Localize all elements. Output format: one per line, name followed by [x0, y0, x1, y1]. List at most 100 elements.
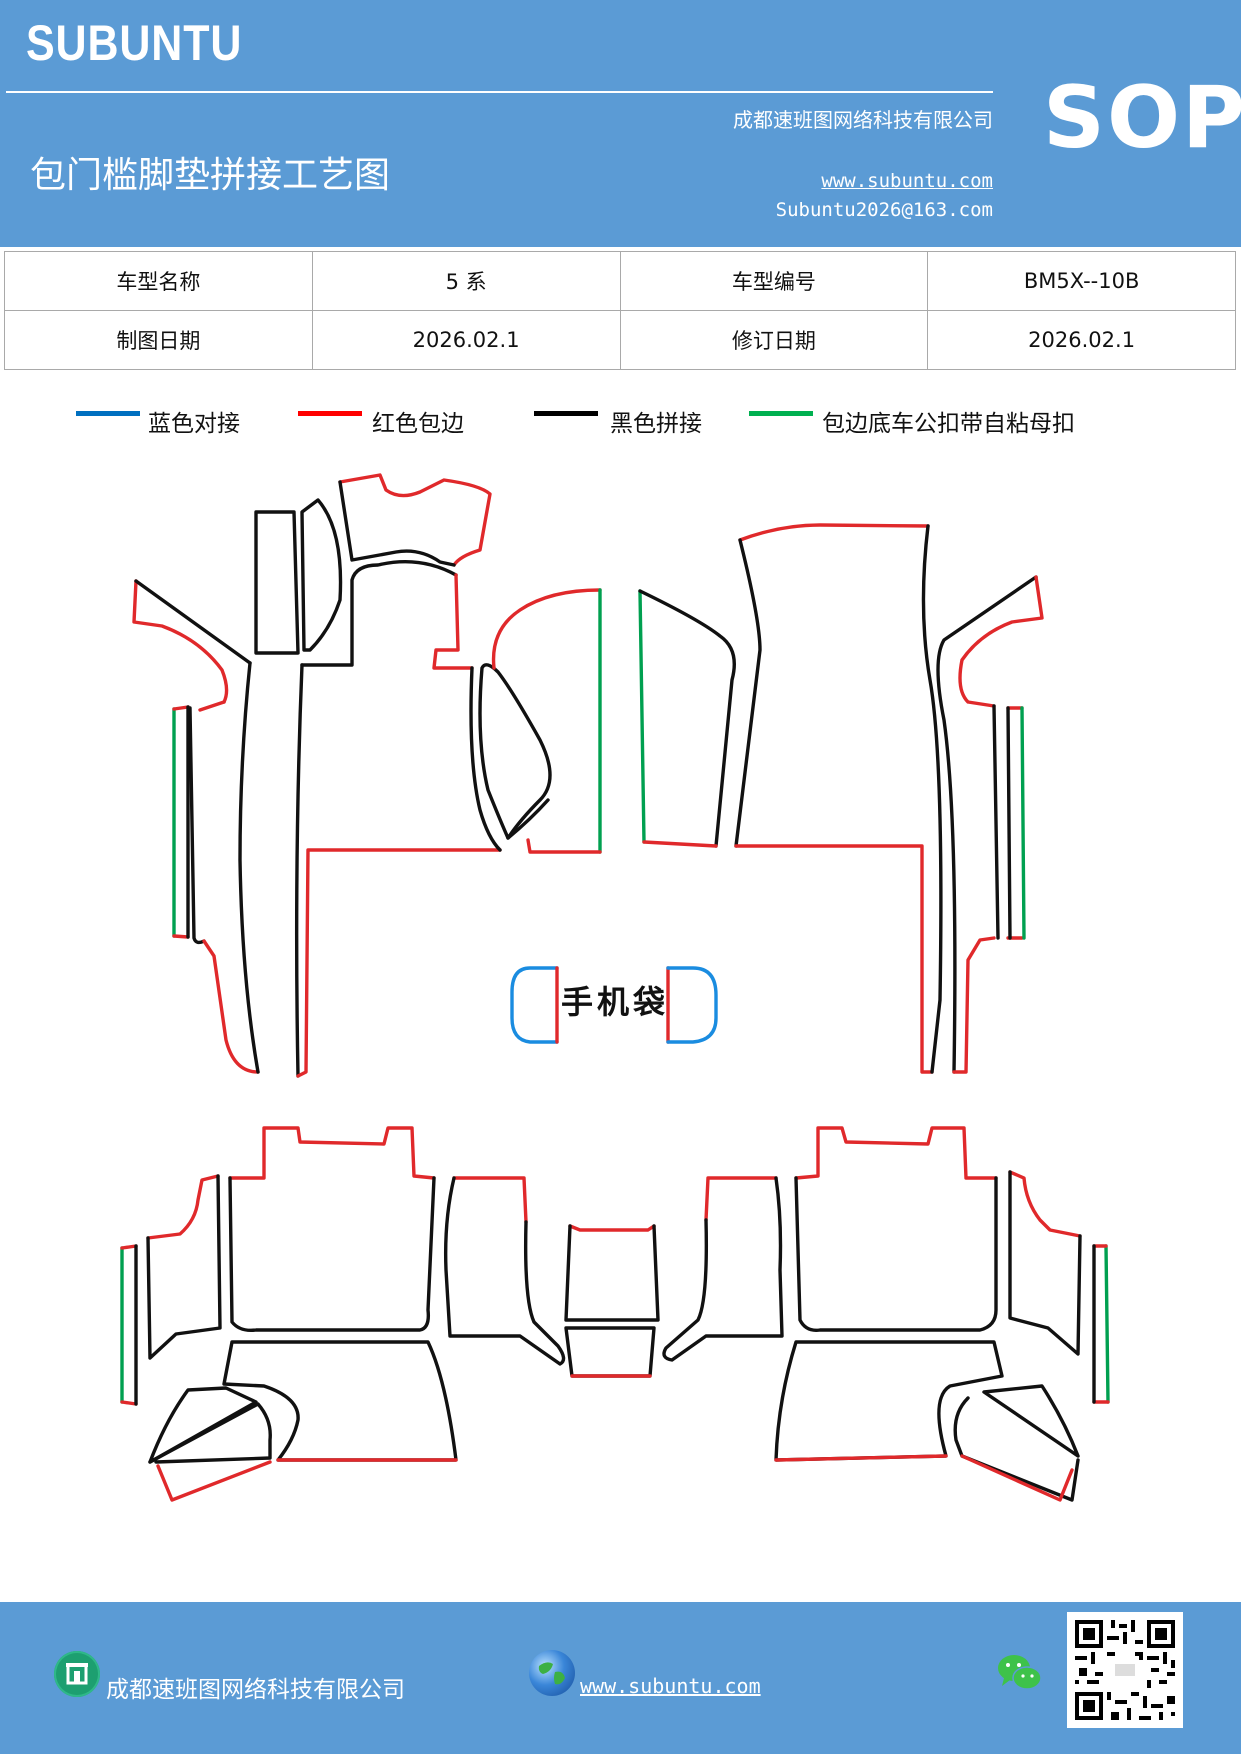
building-icon	[54, 1651, 100, 1697]
mat-piece-outline	[921, 524, 943, 1074]
mat-piece-outline	[704, 1176, 778, 1222]
mat-piece-outline	[469, 666, 502, 852]
qr-code[interactable]	[1067, 1612, 1183, 1728]
mat-piece-outline	[666, 966, 718, 1044]
mat-piece-outline	[228, 1126, 436, 1180]
mat-piece-outline	[642, 840, 718, 848]
header-company: 成都速班图网络科技有限公司	[733, 108, 993, 132]
mat-piece-outline	[148, 1386, 258, 1464]
mat-piece-outline	[294, 663, 304, 1078]
model-name-value: 5 系	[311, 251, 621, 311]
mat-piece-outline	[506, 798, 550, 840]
revision-date-label: 修订日期	[619, 310, 929, 370]
mat-piece-outline	[156, 1460, 272, 1502]
mat-piece-outline	[338, 480, 456, 567]
mat-piece-outline	[1092, 1244, 1110, 1404]
mat-piece-outline	[1006, 706, 1012, 940]
footer-company: 成都速班图网络科技有限公司	[106, 1677, 405, 1703]
legend-line-black	[534, 411, 598, 416]
mat-piece-outline	[662, 1176, 784, 1362]
globe-icon	[529, 1650, 575, 1696]
drawing-date-value: 2026.02.1	[311, 310, 621, 370]
header: SUBUNTU 成都速班图网络科技有限公司 包门槛脚垫拼接工艺图 www.sub…	[0, 0, 1241, 247]
rear-right-mat-group	[662, 1126, 1110, 1502]
rear-center-mat-group	[564, 1224, 660, 1378]
mat-piece-outline	[432, 573, 474, 670]
mat-piece-outline	[960, 1454, 1074, 1502]
mat-piece-outline	[172, 705, 190, 939]
table-row: 车型名称 5 系 车型编号 BM5X--10B	[4, 251, 1236, 311]
mat-piece-outline	[526, 838, 602, 854]
mat-piece-outline	[132, 579, 229, 704]
model-code-value: BM5X--10B	[927, 251, 1236, 311]
mat-piece-outline	[296, 848, 502, 1078]
mat-piece-outline	[146, 1174, 220, 1240]
mat-piece-outline	[992, 704, 1000, 940]
building-icon-glyph	[66, 1663, 88, 1685]
mat-piece-outline	[510, 966, 559, 1044]
mat-piece-outline	[478, 663, 552, 840]
mat-piece-outline	[443, 1176, 566, 1366]
revision-date-value: 2026.02.1	[927, 310, 1236, 370]
mat-piece-outline	[1020, 706, 1026, 940]
mat-piece-outline	[146, 1174, 222, 1360]
mat-piece-outline	[188, 706, 206, 945]
mat-piece-outline	[228, 1176, 436, 1333]
mat-piece-outline	[491, 588, 602, 670]
front-left-mat-group	[132, 473, 602, 1078]
mat-piece-outline	[953, 1396, 1080, 1502]
legend: 蓝色对接 红色包边 黑色拼接 包边底车公扣带自粘母扣	[0, 404, 1241, 444]
front-right-mat-group	[638, 523, 1044, 1074]
mat-piece-outline	[452, 1176, 528, 1224]
mat-piece-outline	[734, 844, 934, 1074]
wechat-icon[interactable]	[996, 1652, 1044, 1700]
document-title: 包门槛脚垫拼接工艺图	[30, 155, 391, 196]
mat-piece-outline	[952, 936, 996, 1074]
mat-piece-outline	[638, 589, 736, 848]
drawing-date-label: 制图日期	[4, 310, 313, 370]
mat-piece-outline	[936, 575, 1038, 1074]
legend-label-green: 包边底车公扣带自粘母扣	[822, 411, 1075, 437]
mat-piece-outline	[120, 1244, 138, 1406]
mat-piece-outline	[338, 473, 492, 567]
qr-code-glyph	[1067, 1612, 1183, 1728]
footer-website-link[interactable]: www.subuntu.com	[580, 1674, 761, 1698]
mat-piece-outline	[1008, 1170, 1082, 1238]
mat-piece-outline	[222, 1340, 458, 1462]
mat-piece-outline	[300, 498, 343, 652]
table-row: 制图日期 2026.02.1 修订日期 2026.02.1	[4, 310, 1236, 370]
mat-piece-outline	[568, 1224, 656, 1232]
mat-piece-outline	[794, 1176, 998, 1332]
sop-badge: SOP	[1043, 68, 1241, 168]
mat-piece-outline	[300, 560, 458, 667]
mat-piece-outline	[738, 523, 930, 542]
mat-piece-outline	[774, 1340, 1004, 1462]
model-code-label: 车型编号	[619, 251, 929, 311]
legend-label-red: 红色包边	[372, 411, 464, 437]
mat-piece-outline	[1008, 1170, 1082, 1356]
phone-pocket-diagram	[510, 966, 718, 1044]
brand-logo: SUBUNTU	[26, 15, 243, 71]
mat-piece-outline	[564, 1326, 656, 1378]
mat-piece-outline	[1104, 1244, 1110, 1404]
mat-splicing-diagram	[120, 473, 1110, 1502]
mat-piece-outline	[774, 1454, 948, 1462]
mat-piece-outline	[238, 661, 260, 1074]
legend-line-red	[298, 411, 362, 416]
header-email[interactable]: Subuntu2026@163.com	[775, 199, 993, 221]
mat-piece-outline	[638, 589, 646, 844]
globe-icon-glyph	[538, 1662, 565, 1685]
mat-piece-outline	[202, 939, 260, 1074]
legend-label-blue: 蓝色对接	[148, 411, 240, 437]
header-divider	[6, 91, 993, 93]
rear-left-mat-group	[120, 1126, 566, 1502]
mat-piece-outline	[254, 510, 300, 655]
header-website-link[interactable]: www.subuntu.com	[821, 170, 993, 192]
mat-piece-outline	[794, 1126, 998, 1180]
phone-pocket-label: 手机袋	[561, 983, 670, 1021]
mat-piece-outline	[148, 1402, 272, 1464]
footer: 成都速班图网络科技有限公司 www.subuntu.com	[0, 1602, 1241, 1754]
mat-piece-outline	[134, 579, 252, 665]
mat-piece-outline	[982, 1384, 1080, 1458]
wechat-icon-glyph	[998, 1655, 1042, 1690]
